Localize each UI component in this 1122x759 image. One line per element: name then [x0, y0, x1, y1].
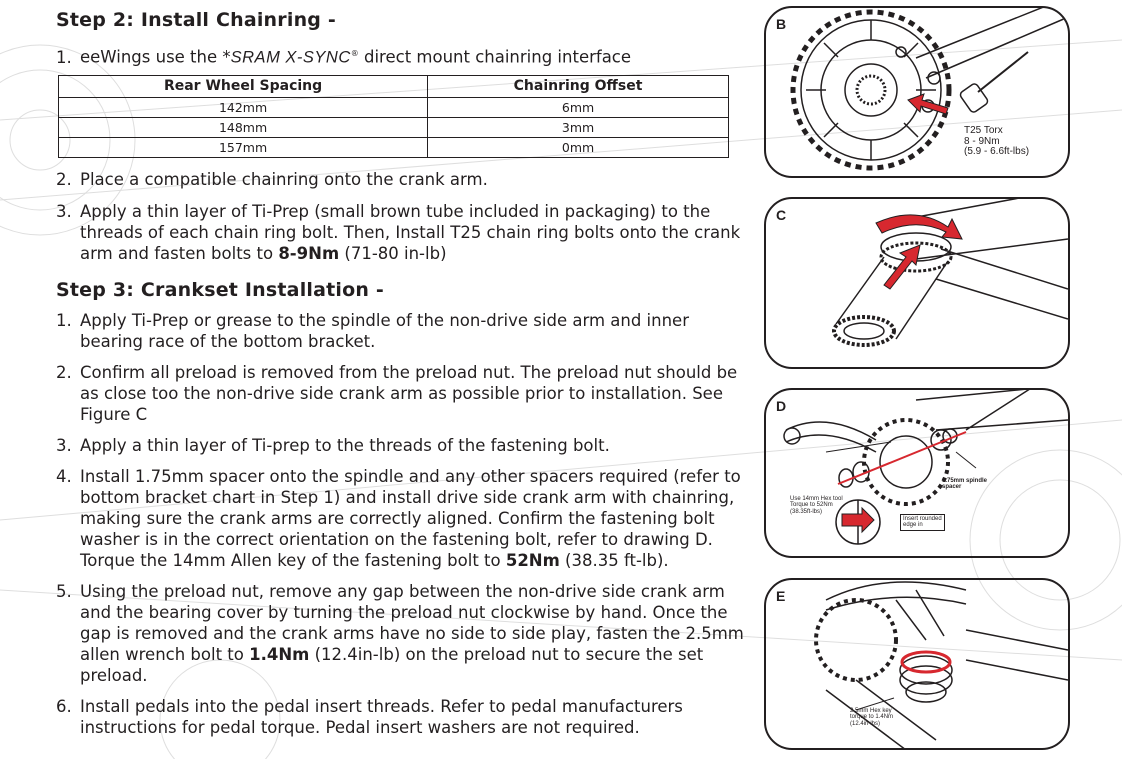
- figure-e-preload-nut-highlight: [900, 650, 952, 674]
- figure-e-caption: 2.5mm Hex key torque to 1.4Nm (12.4in-lb…: [850, 708, 894, 727]
- step3-item-6: 6.Install pedals into the pedal insert t…: [56, 696, 683, 737]
- table-row: 157mm 0mm: [57, 136, 729, 158]
- instructions-column: Step 2: Install Chainring - 1.eeWings us…: [56, 8, 756, 738]
- figure-b-caption: T25 Torx 8 - 9Nm (5.9 - 6.6ft-lbs): [964, 125, 1030, 157]
- figure-b-chainring-bolts: B T25 Torx 8 - 9Nm (5.9 - 6.6ft-lbs): [764, 6, 1070, 178]
- step2-heading: Step 2: Install Chainring -: [56, 9, 336, 31]
- item-number: 4.: [56, 466, 72, 486]
- figure-c-push-arrow: [883, 244, 921, 290]
- figure-b-arrow: [907, 93, 949, 115]
- figure-d-crank-assembly: D 1.75mm spindle spacer Use 14mm Hex too…: [764, 388, 1070, 558]
- chainring-offset-table: Rear Wheel Spacing Chainring Offset 142m…: [57, 74, 729, 158]
- figure-d-label: D: [776, 398, 787, 414]
- step2-item-1: 1.eeWings use the *SRAM X-SYNC® direct m…: [56, 47, 632, 67]
- figure-b-label: B: [776, 16, 787, 32]
- figure-b-drawing: [790, 8, 1067, 171]
- item-number: 3.: [56, 435, 72, 455]
- figure-d-washer-arrow: [841, 506, 875, 534]
- step2-item-3: 3.Apply a thin layer of Ti-Prep (small b…: [56, 201, 741, 263]
- figure-d-insert-caption: Insert rounded edge in: [900, 514, 945, 531]
- item-number: 1.: [56, 47, 72, 67]
- item-number: 2.: [56, 169, 72, 189]
- figure-d-drawing: [783, 390, 1068, 545]
- figure-d-torque-caption: Use 14mm Hex tool Torque to 52Nm (38.35f…: [790, 496, 843, 515]
- figure-c-preload-nut: C: [764, 197, 1070, 369]
- step3-item-1: 1.Apply Ti-Prep or grease to the spindle…: [56, 310, 689, 351]
- step3-item-2: 2.Confirm all preload is removed from th…: [56, 362, 738, 424]
- item-number: 6.: [56, 696, 72, 716]
- table-cell: 3mm: [427, 116, 729, 138]
- table-cell: 0mm: [427, 136, 729, 158]
- figure-c-drawing: [832, 199, 1068, 347]
- step3-item-4: 4.Install 1.75mm spacer onto the spindle…: [56, 466, 741, 570]
- step3-item-3: 3.Apply a thin layer of Ti-prep to the t…: [56, 435, 610, 455]
- step3-item-5: 5.Using the preload nut, remove any gap …: [56, 581, 744, 685]
- table-header-row: Rear Wheel Spacing Chainring Offset: [57, 74, 729, 98]
- figure-e-label: E: [776, 588, 786, 604]
- table-row: 142mm 6mm: [57, 96, 729, 118]
- figure-e-drawing: [814, 581, 1068, 748]
- figure-c-rotate-arrow: [875, 214, 963, 240]
- item-number: 2.: [56, 362, 72, 382]
- figure-c-label: C: [776, 207, 787, 223]
- step3-heading: Step 3: Crankset Installation -: [56, 278, 385, 301]
- figure-d-spacer-caption: 1.75mm spindle spacer: [942, 478, 988, 491]
- table-cell: 157mm: [57, 136, 429, 158]
- header-rear-wheel-spacing: Rear Wheel Spacing: [57, 74, 429, 98]
- table-cell: 142mm: [57, 96, 429, 118]
- table-row: 148mm 3mm: [57, 116, 729, 138]
- header-chainring-offset: Chainring Offset: [427, 74, 729, 98]
- item-number: 5.: [56, 581, 72, 601]
- item-number: 1.: [56, 310, 72, 330]
- table-cell: 148mm: [57, 116, 429, 138]
- table-cell: 6mm: [427, 96, 729, 118]
- step2-item-2: 2.Place a compatible chainring onto the …: [56, 169, 488, 189]
- sram-brand: SRAM X-SYNC: [230, 48, 351, 67]
- figure-e-preload-bolt: E 2.5mm Hex key torque to 1.4Nm (12.4in-…: [764, 578, 1070, 750]
- item-number: 3.: [56, 201, 72, 221]
